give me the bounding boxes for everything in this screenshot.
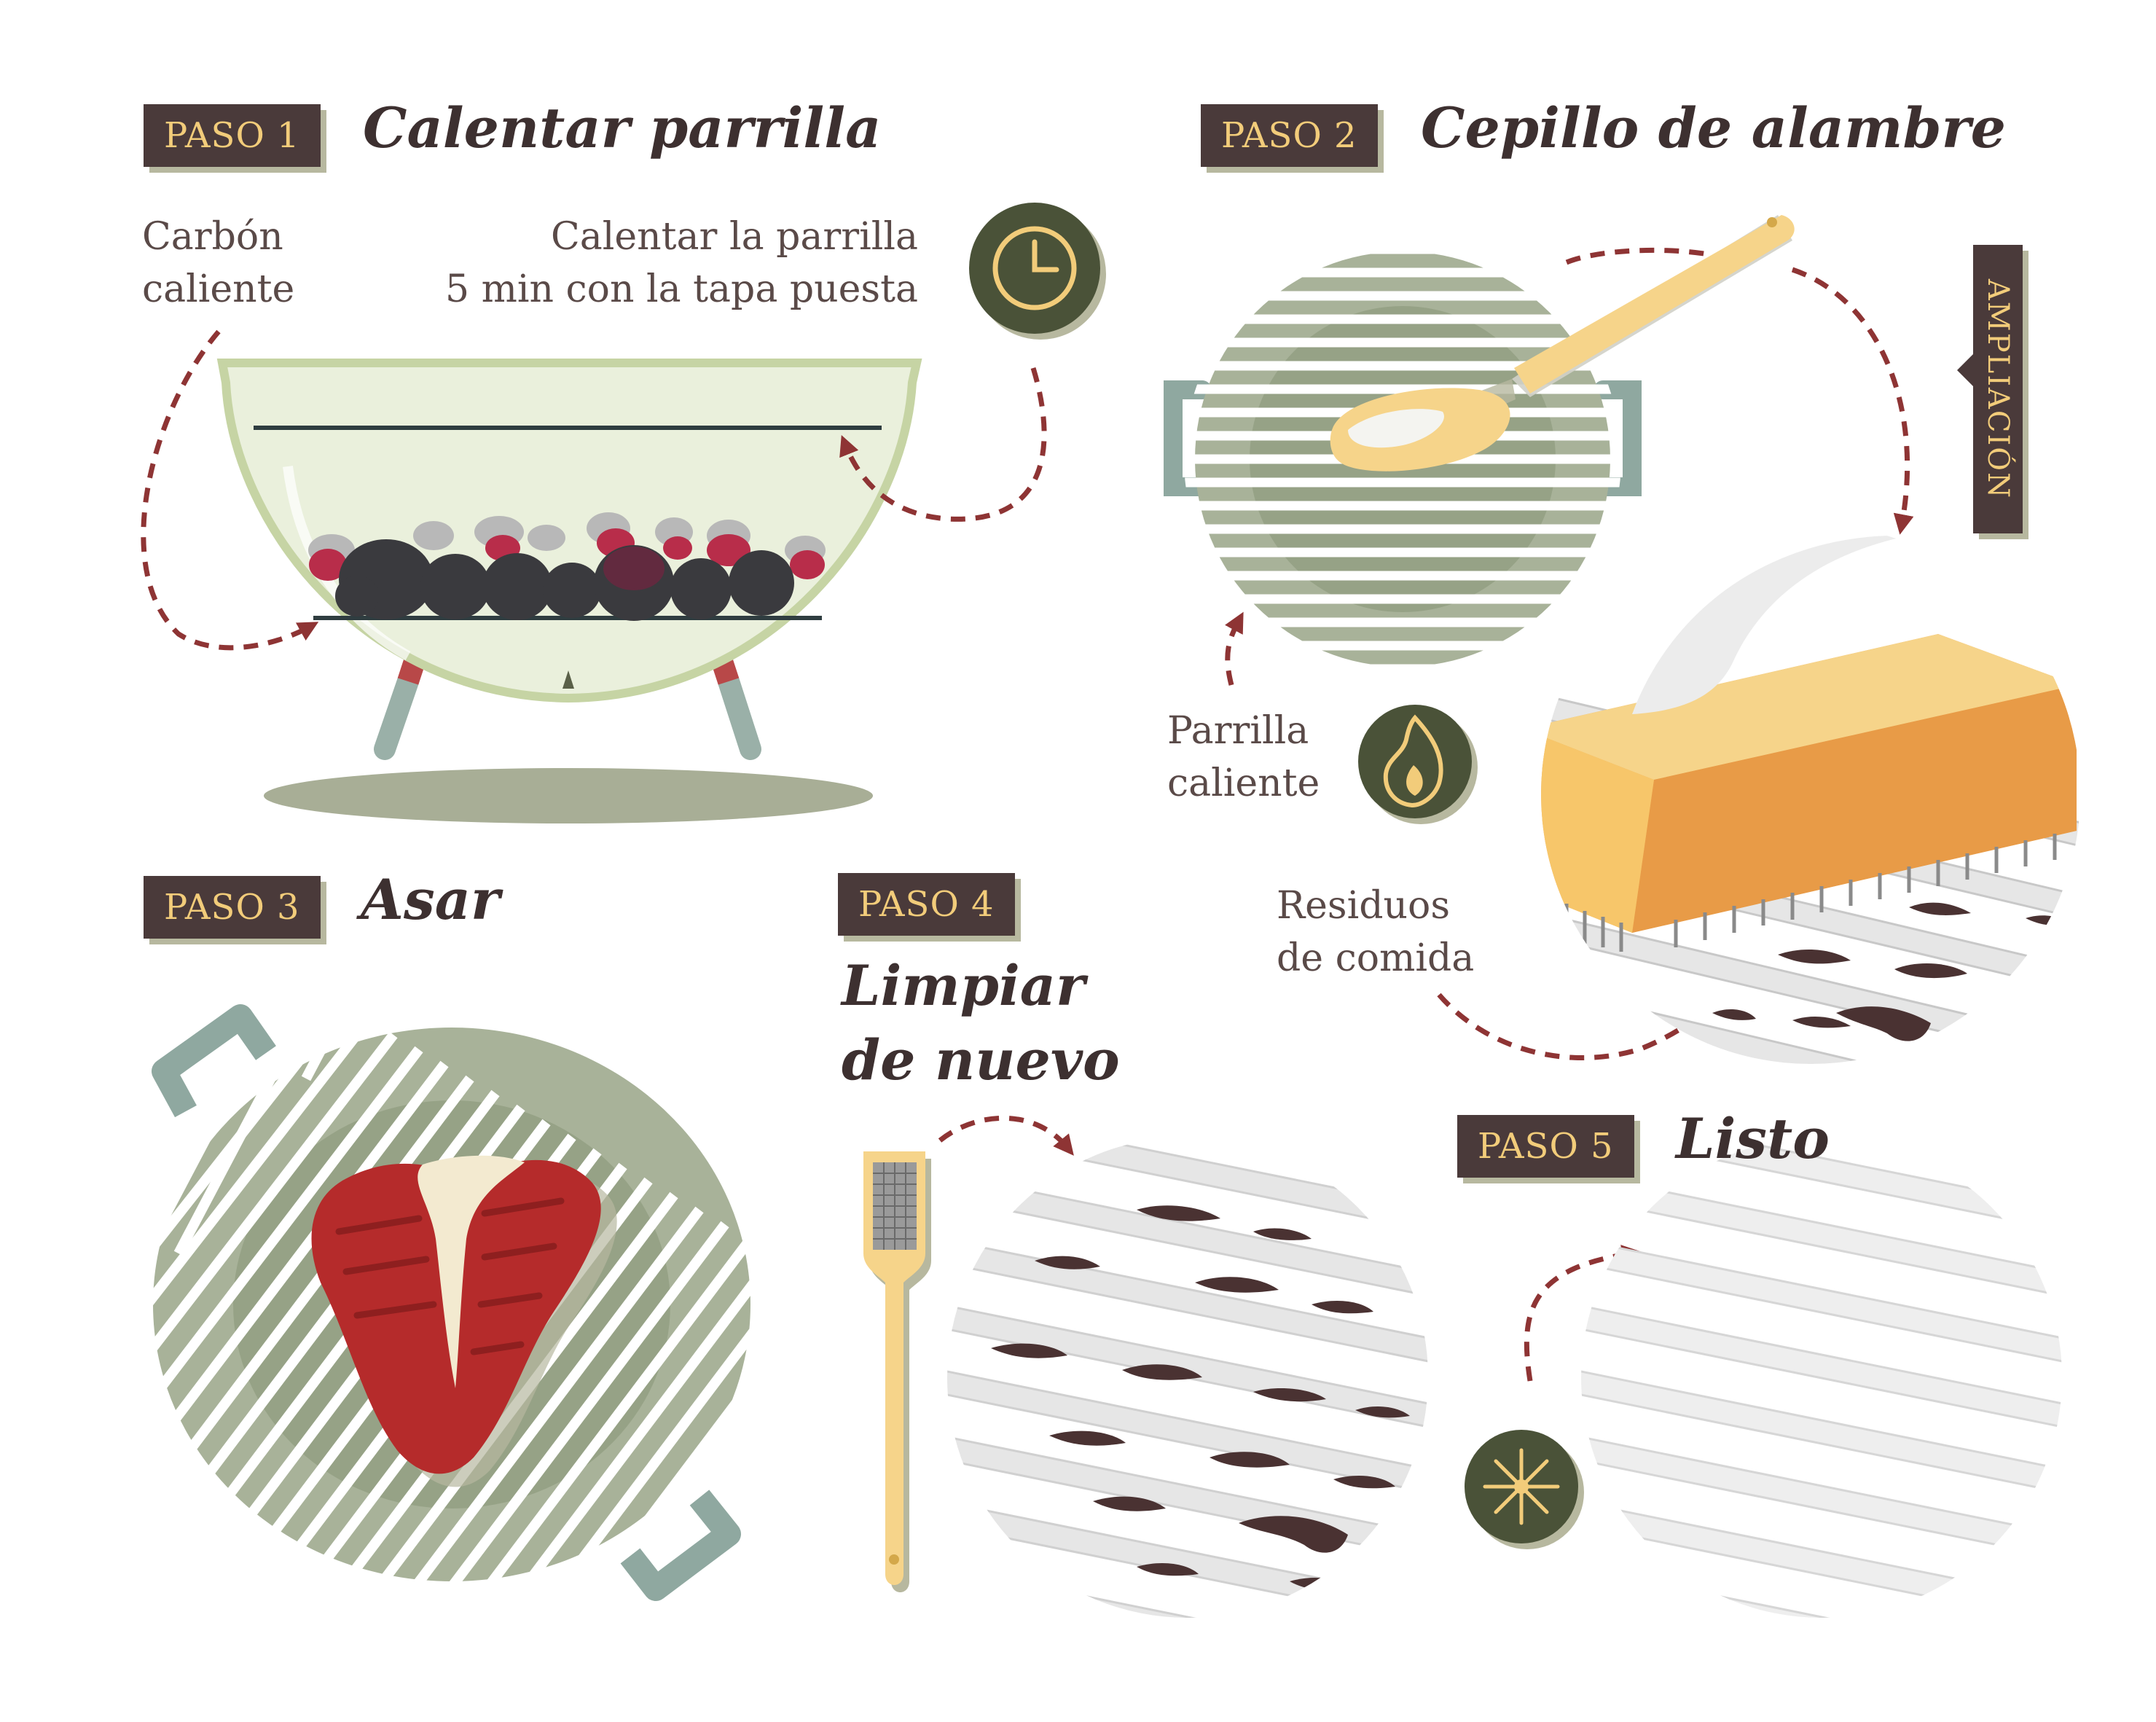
food-residue-line2: de comida — [1277, 936, 1475, 980]
step1-title: Calentar parrilla — [363, 95, 882, 160]
step5-badge: PASO 5 — [1457, 1115, 1634, 1178]
step4-badge: PASO 4 — [838, 873, 1015, 936]
step5-arrow — [1524, 1245, 1642, 1382]
wire-brush-small — [1330, 215, 1795, 471]
step4-arrow — [938, 1115, 1074, 1156]
hot-coal-label: Carbón caliente — [142, 211, 294, 316]
zoom-tag: AMPLIACIÓN — [1957, 245, 2023, 533]
flame-icon — [1358, 705, 1478, 824]
clean-grate — [1581, 1137, 2062, 1618]
zoom-view — [1541, 525, 2080, 1064]
food-residue-label: Residuos de comida — [1277, 880, 1474, 985]
step1-arrows — [141, 329, 1047, 651]
step3-title: Asar — [361, 867, 501, 932]
dirty-grate — [947, 1137, 1428, 1618]
preheat-label: Calentar la parrilla 5 min con la tapa p… — [393, 211, 918, 316]
small-grill-brush — [863, 1151, 931, 1592]
step1-badge: PASO 1 — [144, 104, 321, 167]
hot-coal-line2: caliente — [142, 267, 295, 311]
hot-coal-line1: Carbón — [142, 215, 283, 259]
hot-grill-label: Parrilla caliente — [1167, 705, 1320, 810]
step2-badge: PASO 2 — [1201, 104, 1378, 167]
preheat-line2: 5 min con la tapa puesta — [444, 267, 918, 311]
hot-coals — [308, 512, 826, 621]
step4-title-line2: de nuevo — [842, 1028, 1120, 1092]
clock-icon — [969, 203, 1106, 340]
steak — [311, 1155, 617, 1487]
step2-title: Cepillo de alambre — [1421, 95, 2007, 160]
zoom-tag-text: AMPLIACIÓN — [1981, 278, 2015, 500]
sparkle-icon — [1465, 1430, 1584, 1549]
step5-title: Listo — [1676, 1106, 1830, 1171]
preheat-line1: Calentar la parrilla — [550, 215, 918, 259]
food-residue-line1: Residuos — [1277, 884, 1451, 928]
hot-grill-line1: Parrilla — [1167, 709, 1309, 753]
step4-title-line1: Limpiar — [842, 953, 1086, 1018]
step3-badge: PASO 3 — [144, 876, 321, 939]
hot-grill-line2: caliente — [1167, 761, 1320, 805]
